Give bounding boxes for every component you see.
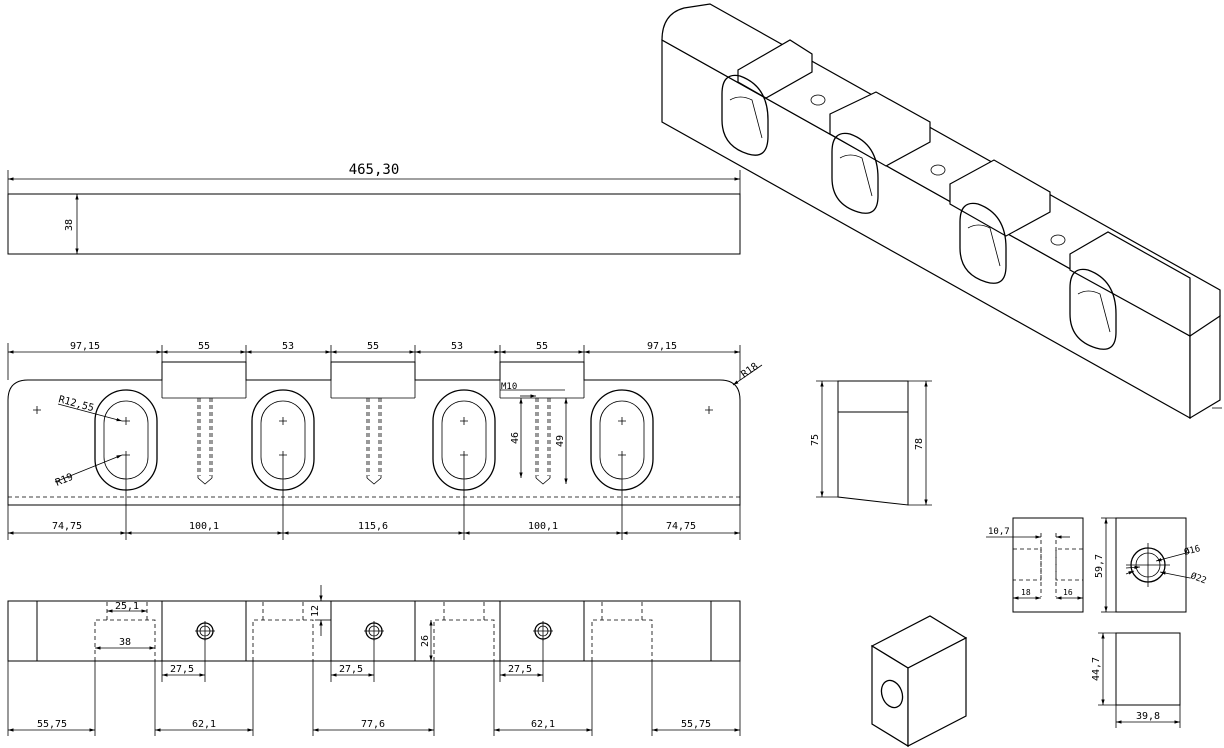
dim-top-7: 97,15 [647,341,677,352]
hole-offset-1: 27,5 [170,664,194,675]
hole-offset-3: 27,5 [508,664,532,675]
dim-top-1: 97,15 [70,341,100,352]
dim-bottom-3: 115,6 [358,521,388,532]
bottom-view: 25,1 38 12 26 27,5 27,5 27,5 [7,585,741,736]
radius-inner-dim: R19 [54,472,75,489]
depth-a-dim: 46 [510,432,521,444]
block-bore-a: 18 [1021,588,1031,597]
thickness-dim: 38 [64,219,75,231]
depth-b-dim: 49 [555,435,566,447]
dim-top-3: 53 [282,341,294,352]
bottom-chain-1: 55,75 [37,719,67,730]
counterbore-diameter-dim: Ø22 [1189,570,1208,586]
bottom-chain-5: 55,75 [681,719,711,730]
isometric-bar-view [661,3,1222,420]
bottom-chain-2: 62,1 [192,719,216,730]
dim-top-2: 55 [198,341,210,352]
corner-radius-dim: R18 [739,361,760,380]
dim-top-4: 55 [367,341,379,352]
block-height-bottom: 44,7 [1091,657,1102,681]
bottom-chain-3: 77,6 [361,719,385,730]
notch-depth-dim: 12 [310,605,321,617]
hole-offset-2: 27,5 [339,664,363,675]
pocket-width-dim: 38 [119,637,131,648]
block-views: 10,7 18 16 Ø16 Ø22 59,7 44,7 39, [870,517,1208,748]
dim-bottom-1: 74,75 [52,521,82,532]
dim-top-6: 55 [536,341,548,352]
block-bore-b: 16 [1063,588,1073,597]
pocket-height-dim: 26 [420,635,431,647]
overall-length-dim: 465,30 [349,162,400,178]
thread-size-label: M10 [501,382,517,392]
side-height-right: 78 [914,438,925,450]
bore-diameter-dim: Ø16 [1183,543,1202,558]
front-view: 97,15 55 53 55 53 55 97,15 R12,55 R19 R1… [7,341,763,540]
block-width-dim: 10,7 [988,527,1010,537]
block-height-front: 59,7 [1094,554,1105,578]
dim-bottom-4: 100,1 [528,521,558,532]
side-view: 75 78 [810,380,932,506]
side-height-left: 75 [810,434,821,446]
dim-top-5: 53 [451,341,463,352]
bottom-chain-4: 62,1 [531,719,555,730]
block-width-bottom: 39,8 [1136,711,1160,722]
slot-width-dim: 25,1 [115,601,139,612]
dim-bottom-5: 74,75 [666,521,696,532]
dim-bottom-2: 100,1 [189,521,219,532]
top-view: 465,30 38 [7,162,741,255]
radius-outer-dim: R12,55 [57,394,95,414]
